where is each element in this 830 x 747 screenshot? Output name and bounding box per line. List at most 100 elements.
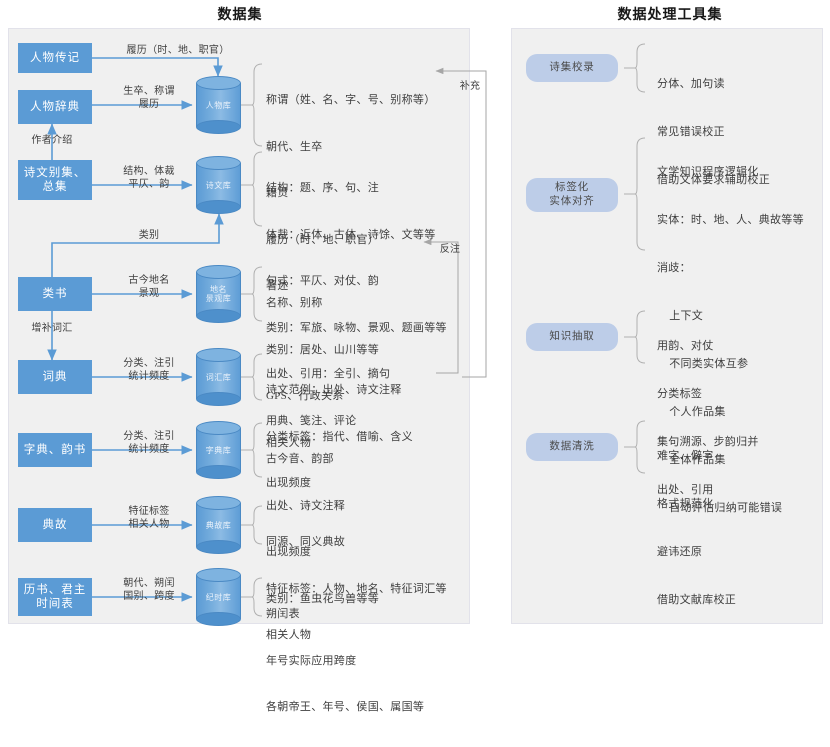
tool-detail-item: 难字、僻字	[657, 450, 714, 462]
store-label: 字典库	[205, 446, 232, 455]
edge-label-leishu: 古今地名 景观	[128, 275, 170, 299]
tool-detail-item: 集句溯源、步韵归并	[657, 436, 759, 448]
tool-detail-item: 用韵、对仗	[657, 340, 714, 352]
detail-item: 体裁：近体、古体、诗馀、文等等	[266, 228, 436, 241]
detail-item: 特征标签：人物、地名、特征词汇等	[266, 582, 447, 595]
detail-item: 相关人物	[266, 436, 312, 449]
tool-detail-item: 全体作品集	[657, 454, 726, 466]
source-box-zidian-yunshu[interactable]: 字典、韵书	[18, 433, 92, 467]
tool-pill-tagging-alignment[interactable]: 标签化 实体对齐	[526, 178, 618, 212]
detail-list-poetry: 结构：题、序、句、注 体裁：近体、古体、诗馀、文等等 句式：平仄、对仗、韵 类别…	[266, 150, 447, 460]
detail-item: 名称、别称	[266, 297, 323, 309]
store-cylinder-poetry[interactable]: 诗文库	[196, 156, 241, 214]
edge-label-dictionary: 分类、注引 统计频度	[123, 358, 175, 382]
tool-detail-item: 实体：时、地、人、典故等等	[657, 214, 804, 226]
source-box-person-dict[interactable]: 人物辞典	[18, 90, 92, 124]
source-box-biography[interactable]: 人物传记	[18, 43, 92, 73]
panel-title-dataset: 数据集	[217, 8, 263, 23]
store-label: 典故库	[205, 521, 232, 530]
tool-pill-data-cleaning[interactable]: 数据清洗	[526, 433, 618, 461]
edge-label-add-vocab: 增补词汇	[31, 323, 73, 334]
cylinder-top	[196, 156, 241, 170]
store-cylinder-place[interactable]: 地名 景观库	[196, 265, 241, 323]
detail-item: 称谓（姓、名、字、号、别称等）	[266, 94, 436, 106]
detail-item: 朝代、生卒	[266, 140, 323, 153]
tool-detail-item: 个人作品集	[657, 406, 726, 418]
detail-item: 诗文范例：出处、诗文注释	[266, 384, 402, 396]
edge-label-allusion: 特征标签 相关人物	[128, 506, 170, 530]
detail-item: 著述	[266, 280, 289, 292]
tool-pill-knowledge-extraction[interactable]: 知识抽取	[526, 323, 618, 351]
detail-item: 朔闰表	[266, 608, 300, 620]
tool-detail-item: 消歧：	[657, 262, 691, 274]
source-box-dictionary[interactable]: 词典	[18, 360, 92, 394]
tool-detail-item: 文学知识程序逻辑化	[657, 166, 759, 178]
edge-label-biography: 履历（时、地、职官）	[126, 45, 230, 56]
tool-detail-item: 上下文	[657, 310, 704, 322]
store-label: 诗文库	[205, 181, 232, 190]
detail-item: 结构：题、序、句、注	[266, 182, 379, 194]
store-cylinder-person[interactable]: 人物库	[196, 76, 241, 134]
tool-detail-item: 借助文体要求辅助校正	[657, 174, 770, 186]
edge-label-calendar: 朝代、朔闰 国别、跨度	[123, 578, 175, 602]
edge-label-person-dict: 生卒、称谓 履历	[123, 86, 175, 110]
store-cylinder-allusion[interactable]: 典故库	[196, 496, 241, 554]
detail-item: 出现频度	[266, 477, 312, 489]
detail-item: 分类标签：指代、借喻、含义	[266, 430, 413, 443]
tool-detail-tagging-alignment: 文学知识程序逻辑化 实体：时、地、人、典故等等 消歧： 上下文 不同类实体互参 …	[657, 132, 804, 548]
cylinder-bottom	[196, 200, 241, 214]
diagram-canvas: 数据集 数据处理工具集	[8, 8, 823, 713]
cylinder-top	[196, 348, 241, 362]
detail-item: 籍贯	[266, 187, 289, 199]
source-box-poetry-collection[interactable]: 诗文别集、 总集	[18, 160, 92, 200]
detail-item: 各朝帝王、年号、侯国、属国等	[266, 701, 425, 713]
edge-label-zidian: 分类、注引 统计频度	[123, 431, 175, 455]
cylinder-bottom	[196, 465, 241, 479]
tool-detail-item: 避讳还原	[657, 546, 703, 558]
detail-item: 履历（时、地、职官）	[266, 233, 379, 246]
detail-item: 类别：鱼虫花鸟兽等等	[266, 592, 379, 605]
tool-detail-item: 自动评估归纳可能错误	[657, 502, 783, 514]
detail-item: GPS、行政关系	[266, 390, 344, 402]
cylinder-bottom	[196, 309, 241, 323]
tool-detail-item: 格式规范化	[657, 498, 714, 510]
source-box-leishu[interactable]: 类书	[18, 277, 92, 311]
store-cylinder-vocab[interactable]: 词汇库	[196, 348, 241, 406]
cylinder-top	[196, 496, 241, 510]
detail-list-place: 名称、别称 类别：居处、山川等等 GPS、行政关系 相关人物	[266, 265, 379, 482]
tool-detail-item: 分类标签	[657, 388, 703, 400]
store-label: 纪时库	[205, 593, 232, 602]
detail-item: 句式：平仄、对仗、韵	[266, 275, 379, 287]
source-box-allusion[interactable]: 典故	[18, 508, 92, 542]
detail-item: 类别：居处、山川等等	[266, 343, 379, 356]
detail-item: 出处、引用：全引、摘句	[266, 368, 391, 380]
store-label: 词汇库	[205, 373, 232, 382]
detail-item: 同源、同义典故	[266, 536, 346, 548]
tool-detail-knowledge-extraction: 用韵、对仗 分类标签 集句溯源、步韵归并 出处、引用	[657, 306, 759, 530]
detail-list-chronology: 朔闰表 年号实际应用跨度 各朝帝王、年号、侯国、属国等	[266, 576, 424, 747]
edge-label-category: 类别	[138, 230, 160, 241]
tool-detail-item: 分体、加句读	[657, 78, 725, 90]
detail-item: 类别：军旅、咏物、景观、题画等等	[266, 321, 447, 334]
source-box-calendar[interactable]: 历书、君主 时间表	[18, 578, 92, 616]
store-cylinder-zidian[interactable]: 字典库	[196, 421, 241, 479]
store-label: 地名 景观库	[205, 285, 232, 304]
tool-detail-item: 借助文献库校正	[657, 594, 737, 606]
detail-item: 出现频度	[266, 546, 312, 558]
tool-pill-proofreading[interactable]: 诗集校录	[526, 54, 618, 82]
detail-item: 年号实际应用跨度	[266, 654, 357, 667]
tool-detail-item: 不同类实体互参	[657, 358, 749, 370]
panel-title-tools: 数据处理工具集	[617, 8, 723, 23]
store-cylinder-chronology[interactable]: 纪时库	[196, 568, 241, 626]
tool-detail-item: 出处、引用	[657, 484, 714, 496]
detail-item: 出处、诗文注释	[266, 499, 346, 512]
detail-list-vocab: 诗文范例：出处、诗文注释 分类标签：指代、借喻、含义 出现频度	[266, 352, 413, 523]
detail-list-zidian: 古今音、韵部 出处、诗文注释 出现频度 类别：鱼虫花鸟兽等等	[266, 421, 379, 638]
cylinder-bottom	[196, 392, 241, 406]
cylinder-bottom	[196, 540, 241, 554]
cylinder-bottom	[196, 120, 241, 134]
cylinder-top	[196, 421, 241, 435]
cylinder-top	[196, 265, 241, 279]
edge-label-backnote: 反注	[439, 244, 461, 255]
store-label: 人物库	[205, 101, 232, 110]
